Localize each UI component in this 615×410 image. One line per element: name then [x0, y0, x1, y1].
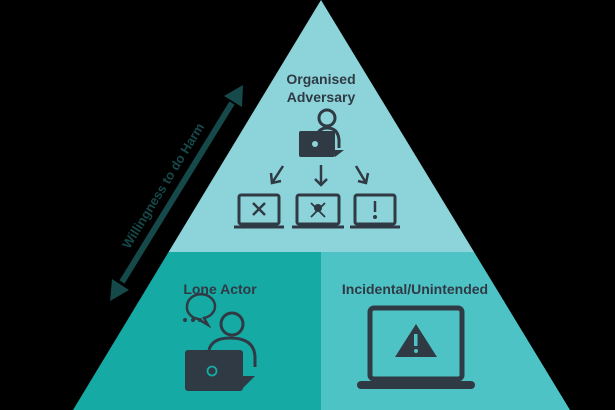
arrow-down-icon — [314, 165, 328, 187]
tier-organised-adversary — [73, 0, 570, 252]
lone-actor-title: Lone Actor — [183, 281, 257, 297]
arrow-down-right-icon — [354, 165, 370, 185]
tier-lone-actor — [73, 252, 321, 410]
title-line-1: Organised — [286, 71, 356, 87]
person-with-speech-bubble-and-laptop-icon — [183, 293, 257, 391]
arrow-head-down-icon — [110, 279, 129, 301]
incidental-title: Incidental/Unintended — [341, 281, 489, 297]
organised-adversary-title: Organised Adversary — [261, 70, 381, 106]
arrow-head-up-icon — [224, 85, 243, 107]
laptop-x-icon — [234, 193, 284, 229]
laptop-exclamation-icon — [350, 193, 400, 229]
target-arrows — [269, 165, 370, 187]
laptop-warning-icon — [357, 305, 475, 389]
laptop-skull-icon — [292, 193, 344, 229]
person-with-laptop-icon — [299, 108, 344, 157]
title-line-2: Adversary — [286, 89, 356, 105]
arrow-down-left-icon — [269, 165, 285, 185]
